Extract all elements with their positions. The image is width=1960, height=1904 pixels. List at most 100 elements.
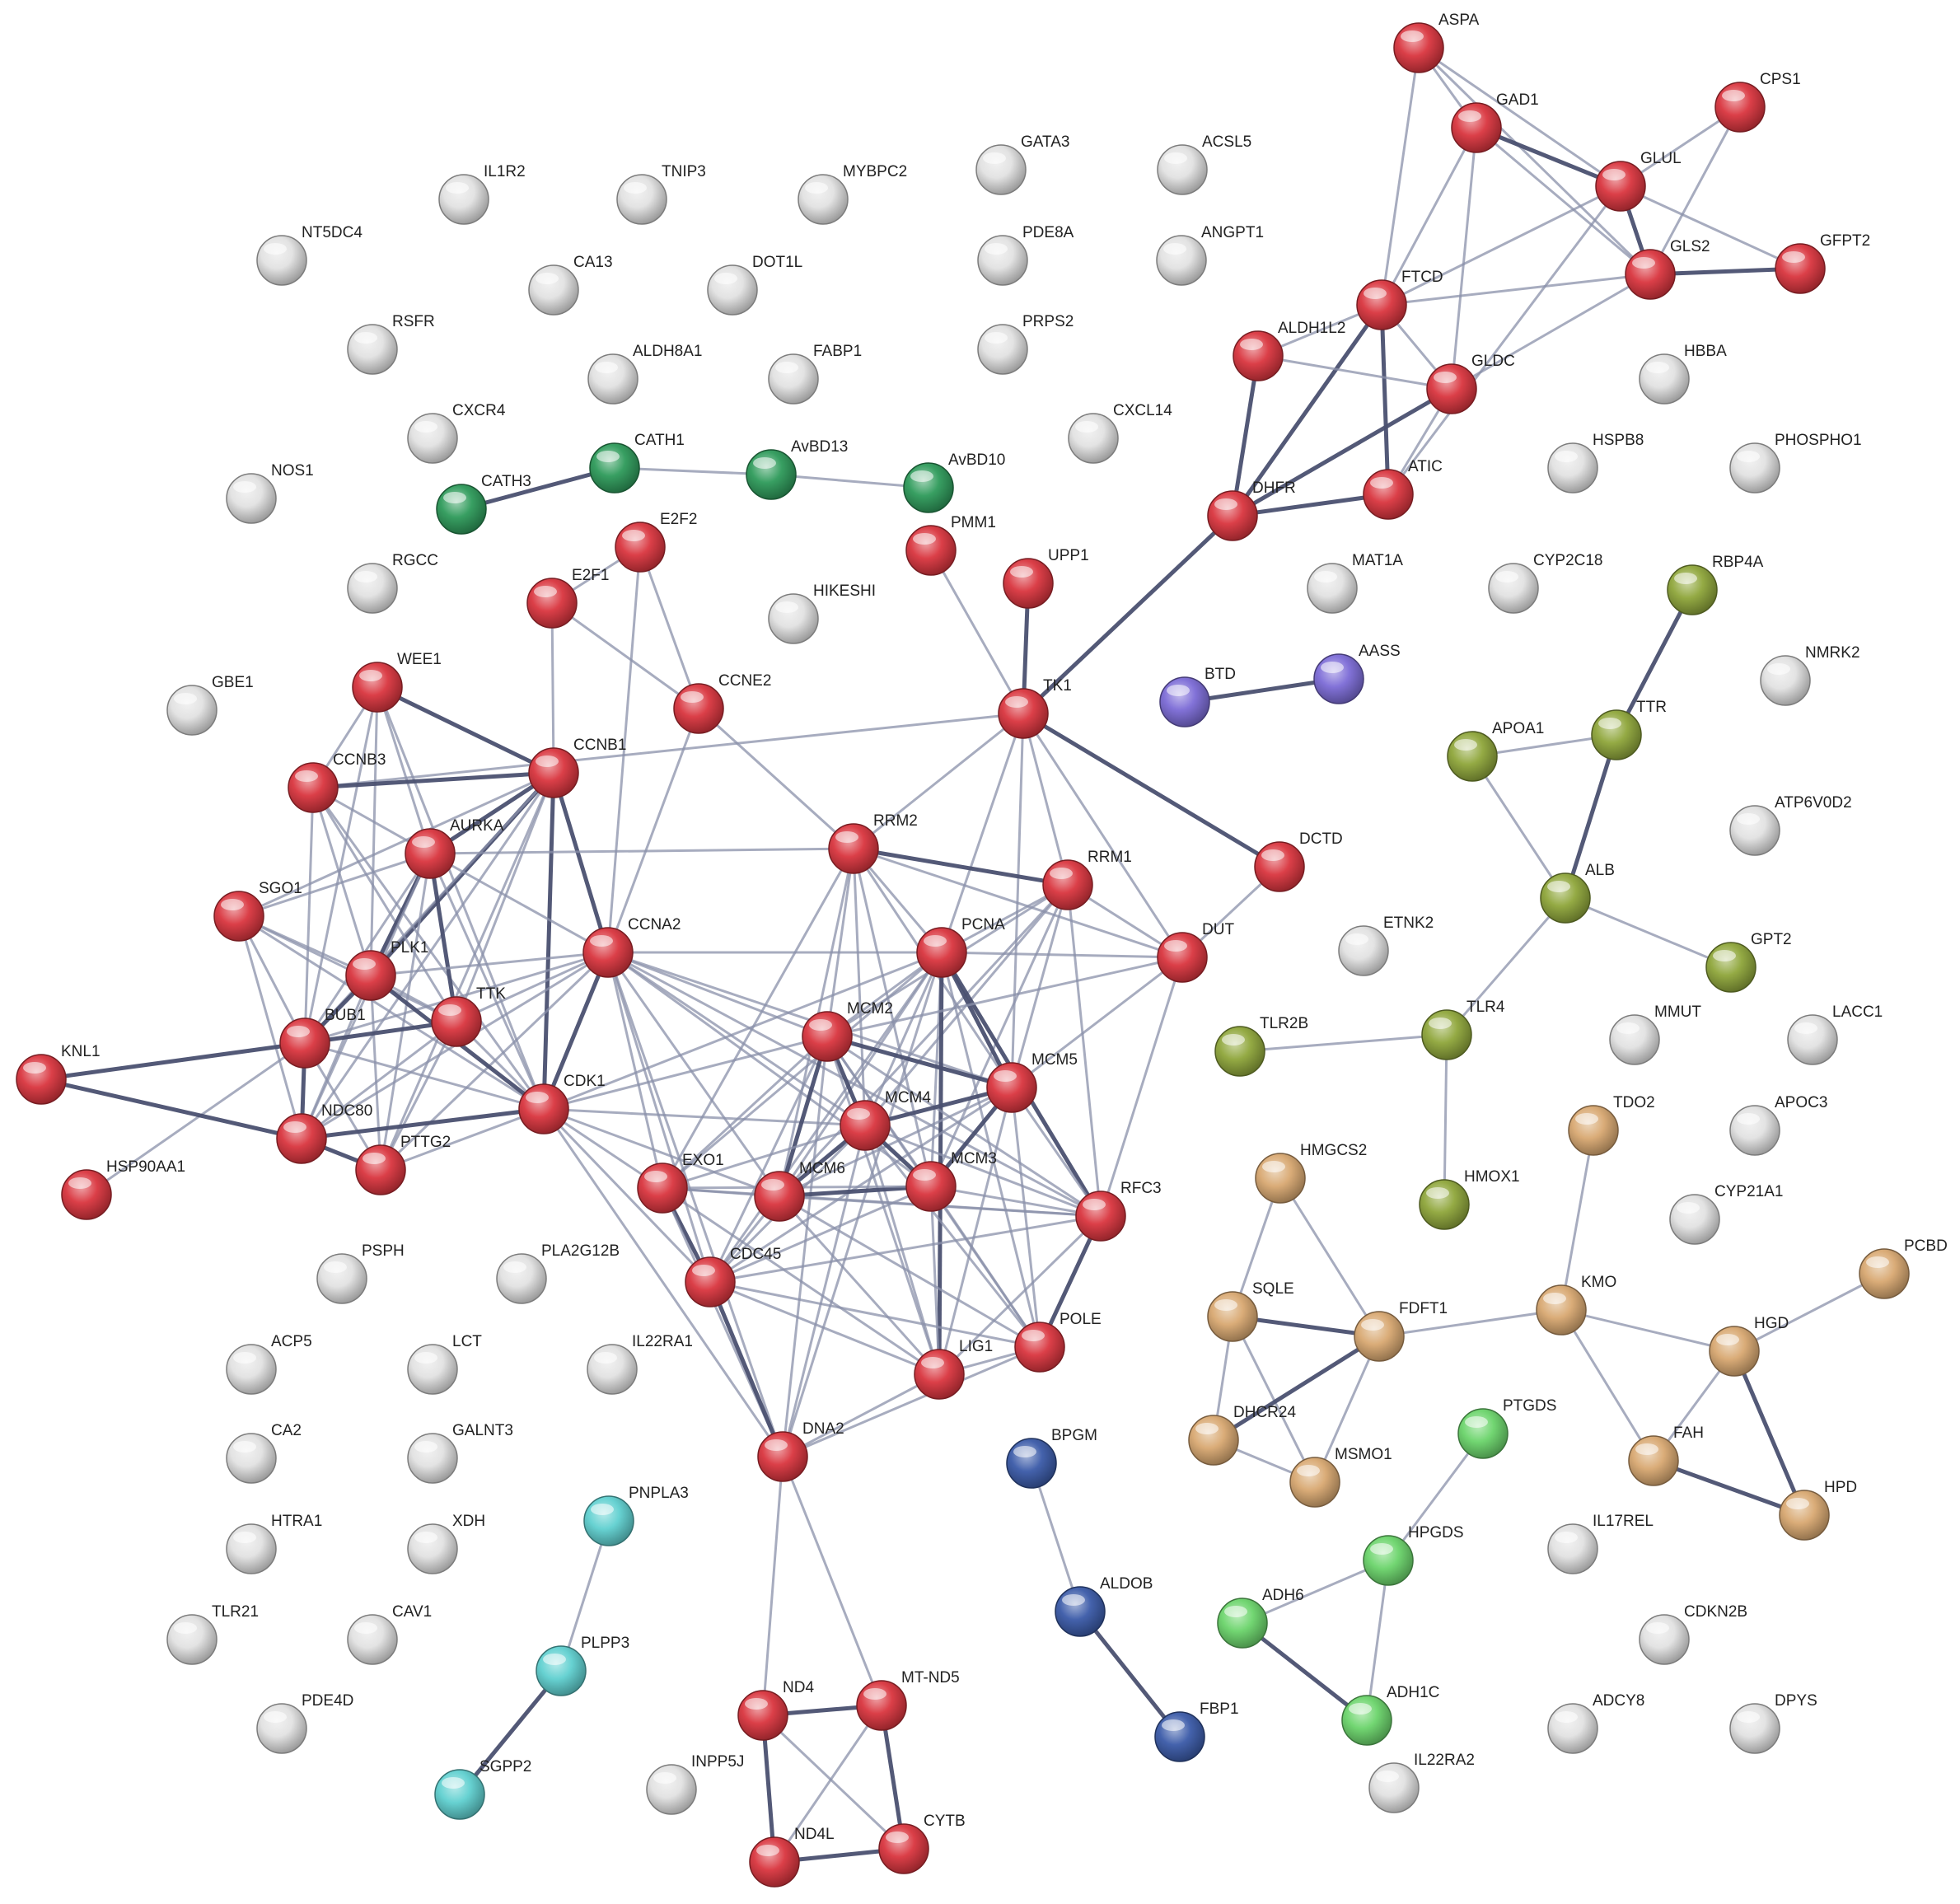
node-sphere[interactable] xyxy=(840,1100,891,1151)
node-sphere[interactable] xyxy=(1393,22,1444,73)
node-sphere[interactable] xyxy=(1705,942,1757,993)
node-sphere[interactable] xyxy=(1625,249,1676,300)
node-sphere[interactable] xyxy=(749,1836,800,1888)
node-CYTB[interactable]: CYTB xyxy=(878,1813,966,1874)
node-sphere[interactable] xyxy=(856,1680,907,1731)
node-CXCL14[interactable]: CXCL14 xyxy=(1068,402,1172,464)
node-sphere[interactable] xyxy=(1159,676,1210,727)
node-sphere[interactable] xyxy=(1447,731,1498,782)
node-sphere[interactable] xyxy=(1457,1408,1509,1459)
node-sphere[interactable] xyxy=(1188,1415,1239,1466)
node-sphere[interactable] xyxy=(528,747,579,798)
node-CXCR4[interactable]: CXCR4 xyxy=(407,402,506,464)
node-TDO2[interactable]: TDO2 xyxy=(1568,1094,1655,1156)
node-CATH1[interactable]: CATH1 xyxy=(589,432,685,494)
node-sphere[interactable] xyxy=(746,449,797,500)
node-HSP90AA1[interactable]: HSP90AA1 xyxy=(61,1158,185,1220)
node-sphere[interactable] xyxy=(1055,1586,1106,1637)
node-sphere[interactable] xyxy=(434,1769,485,1820)
node-sphere[interactable] xyxy=(583,1495,634,1546)
node-GPT2[interactable]: GPT2 xyxy=(1705,931,1792,993)
node-sphere[interactable] xyxy=(1042,859,1093,910)
node-sphere[interactable] xyxy=(407,1433,458,1484)
node-PLA2G12B[interactable]: PLA2G12B xyxy=(496,1242,620,1304)
node-sphere[interactable] xyxy=(347,563,398,614)
node-DHCR24[interactable]: DHCR24 xyxy=(1188,1404,1296,1466)
node-PCNA[interactable]: PCNA xyxy=(916,916,1005,978)
node-ATP6V0D2[interactable]: ATP6V0D2 xyxy=(1729,794,1852,856)
node-XDH[interactable]: XDH xyxy=(407,1513,485,1574)
node-sphere[interactable] xyxy=(1421,1009,1472,1060)
node-MCM6[interactable]: MCM6 xyxy=(754,1160,845,1222)
node-sphere[interactable] xyxy=(405,828,456,879)
node-PHOSPHO1[interactable]: PHOSPHO1 xyxy=(1729,432,1862,494)
node-ADH1C[interactable]: ADH1C xyxy=(1341,1684,1439,1746)
node-sphere[interactable] xyxy=(61,1169,112,1220)
node-sphere[interactable] xyxy=(1709,1326,1760,1377)
node-sphere[interactable] xyxy=(1609,1014,1660,1065)
node-CYP21A1[interactable]: CYP21A1 xyxy=(1669,1183,1783,1245)
node-MT-ND5[interactable]: MT-ND5 xyxy=(856,1669,960,1731)
node-sphere[interactable] xyxy=(1254,841,1305,892)
node-sphere[interactable] xyxy=(1729,1105,1780,1156)
node-TTK[interactable]: TTK xyxy=(431,985,506,1047)
node-CA13[interactable]: CA13 xyxy=(528,254,613,316)
node-RBP4A[interactable]: RBP4A xyxy=(1667,554,1764,615)
node-sphere[interactable] xyxy=(615,522,666,573)
node-SQLE[interactable]: SQLE xyxy=(1207,1280,1294,1342)
node-HMOX1[interactable]: HMOX1 xyxy=(1419,1168,1520,1230)
node-CCNA2[interactable]: CCNA2 xyxy=(582,916,681,978)
node-GALNT3[interactable]: GALNT3 xyxy=(407,1422,513,1484)
node-CATH3[interactable]: CATH3 xyxy=(436,473,531,535)
node-GBE1[interactable]: GBE1 xyxy=(166,674,254,736)
node-HIKESHI[interactable]: HIKESHI xyxy=(768,582,876,644)
node-sphere[interactable] xyxy=(1729,805,1780,856)
node-FTCD[interactable]: FTCD xyxy=(1356,269,1443,330)
node-ND4L[interactable]: ND4L xyxy=(749,1826,835,1888)
node-sphere[interactable] xyxy=(1536,1284,1587,1336)
node-KMO[interactable]: KMO xyxy=(1536,1274,1616,1336)
node-sphere[interactable] xyxy=(1714,82,1766,133)
node-sphere[interactable] xyxy=(347,1614,398,1665)
node-sphere[interactable] xyxy=(1068,413,1119,464)
node-sphere[interactable] xyxy=(276,1113,327,1164)
node-HBBA[interactable]: HBBA xyxy=(1639,343,1727,405)
node-SGPP2[interactable]: SGPP2 xyxy=(434,1758,531,1820)
node-sphere[interactable] xyxy=(768,593,819,644)
node-sphere[interactable] xyxy=(1255,1153,1306,1204)
node-PLK1[interactable]: PLK1 xyxy=(345,939,428,1001)
node-sphere[interactable] xyxy=(903,462,954,513)
node-AURKA[interactable]: AURKA xyxy=(405,817,504,879)
node-sphere[interactable] xyxy=(914,1349,965,1400)
node-sphere[interactable] xyxy=(707,264,758,316)
node-sphere[interactable] xyxy=(226,473,277,524)
node-sphere[interactable] xyxy=(536,1645,587,1696)
node-sphere[interactable] xyxy=(998,688,1049,739)
node-TLR21[interactable]: TLR21 xyxy=(166,1603,259,1665)
node-sphere[interactable] xyxy=(352,662,403,713)
node-sphere[interactable] xyxy=(905,525,957,576)
node-sphere[interactable] xyxy=(1075,1191,1126,1242)
node-MAT1A[interactable]: MAT1A xyxy=(1307,552,1403,614)
node-ALDH8A1[interactable]: ALDH8A1 xyxy=(587,343,703,405)
node-FABP1[interactable]: FABP1 xyxy=(768,343,862,405)
node-ATIC[interactable]: ATIC xyxy=(1363,458,1443,520)
node-sphere[interactable] xyxy=(1779,1490,1830,1541)
node-sphere[interactable] xyxy=(407,1523,458,1574)
node-HTRA1[interactable]: HTRA1 xyxy=(226,1513,322,1574)
node-RGCC[interactable]: RGCC xyxy=(347,552,438,614)
node-sphere[interactable] xyxy=(977,235,1028,286)
node-sphere[interactable] xyxy=(587,353,639,405)
node-ACSL5[interactable]: ACSL5 xyxy=(1157,133,1251,195)
node-MCM3[interactable]: MCM3 xyxy=(905,1150,997,1212)
node-ALDOB[interactable]: ALDOB xyxy=(1055,1575,1153,1637)
node-IL22RA1[interactable]: IL22RA1 xyxy=(587,1333,693,1395)
node-sphere[interactable] xyxy=(673,683,724,734)
node-PTGDS[interactable]: PTGDS xyxy=(1457,1397,1556,1459)
node-AvBD10[interactable]: AvBD10 xyxy=(903,451,1005,513)
node-SGO1[interactable]: SGO1 xyxy=(213,880,302,942)
node-sphere[interactable] xyxy=(1307,563,1358,614)
node-sphere[interactable] xyxy=(1157,144,1208,195)
node-NMRK2[interactable]: NMRK2 xyxy=(1760,644,1860,706)
node-sphere[interactable] xyxy=(1595,161,1646,212)
